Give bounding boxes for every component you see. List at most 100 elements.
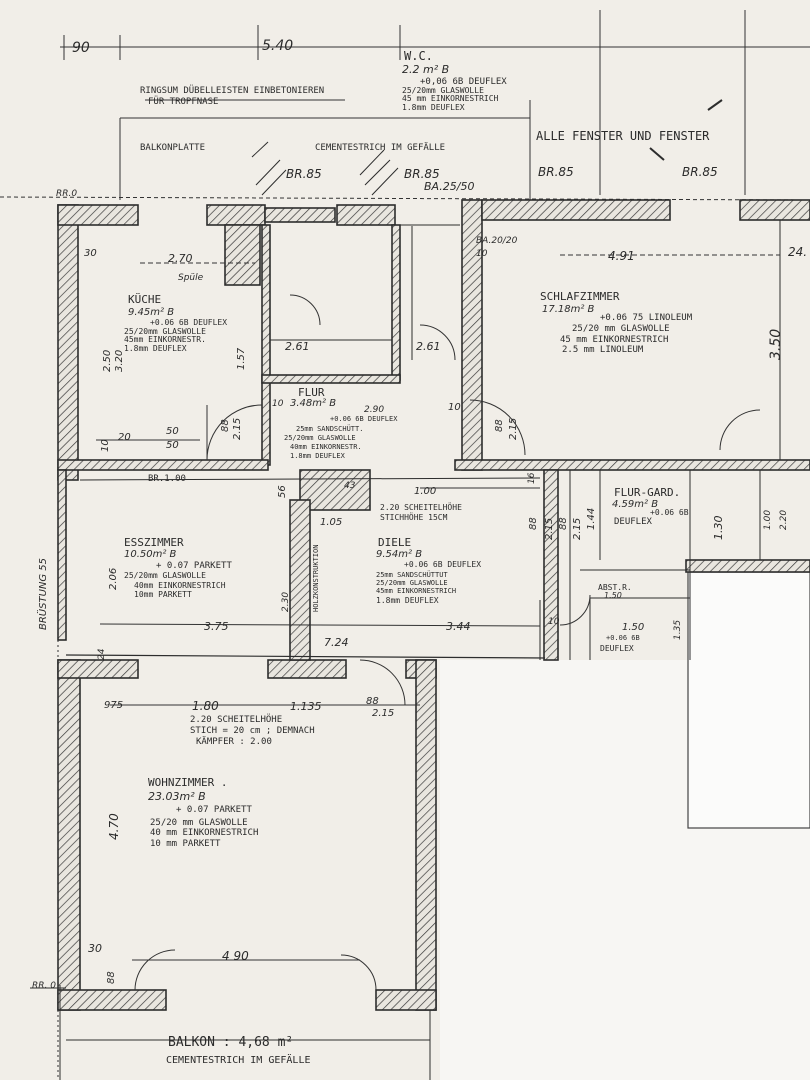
scheitelhoehe-label: 2.20 SCHEITELHÖHE [380,502,462,512]
window-marks [251,99,723,196]
flurgard-layer: DEUFLEX [614,517,653,527]
kueche-dim-250: 2.50 [102,350,113,372]
kueche-layer3: 1.8mm DEUFLEX [124,344,187,353]
schlafzimmer-dim-350: 3.50 [768,329,784,360]
flur-name: FLUR [298,386,325,399]
blank-paper-area-2 [687,571,810,829]
br85-label-a: BR.85 [286,167,322,181]
esszimmer-name: ESSZIMMER [124,536,184,549]
wohnzimmer-floor-level: + 0.07 PARKETT [176,805,252,815]
kueche-layer1: 25/20mm GLASWOLLE [124,327,206,336]
flurgard-name: FLUR-GARD. [614,486,680,499]
esszimmer-dim-375: 3.75 [204,620,229,633]
wohnzimmer-dim-30: 30 [88,942,102,955]
dim-90: 90 [72,40,90,56]
kueche-dim-30: 30 [84,248,97,259]
flur-layer0: 25mm SANDSCHÜTT. [296,424,363,433]
esszimmer-dim-24: 24 [97,648,107,660]
esszimmer-layer1: 25/20mm GLASWOLLE [124,571,206,580]
ringsum-note: RINGSUM DÜBELLEISTEN EINBETONIEREN [140,85,324,96]
flur-area: 3.48m² B [290,398,336,409]
flurgard-dim-100: 1.00 [763,510,773,530]
schlafzimmer-dim-24: 24. [788,245,807,259]
kueche-dim-320: 3.20 [114,350,125,372]
diele-dim-88: 88 [558,517,569,530]
wohnzimmer-kaempfer: KÄMPFER : 2.00 [196,736,272,747]
flur-dim-88: 88 [494,419,505,432]
wohnzimmer-layer2: 40 mm EINKORNESTRICH [150,828,258,838]
esszimmer-layer3: 10mm PARKETT [134,590,192,599]
dim-540: 5.40 [262,38,293,54]
wohnzimmer-dim-490: 4 90 [222,949,249,963]
br85-label-b: BR.85 [404,167,440,181]
kueche-dim-10: 10 [100,439,111,452]
wohnzimmer-labels: WOHNZIMMER . 23.03m² B + 0.07 PARKETT 25… [32,696,394,991]
flur-dim-261: 2.61 [416,340,441,353]
diele-dim-100: 1.00 [414,486,436,497]
wc-layer1: 25/20mm GLASWOLLE [402,86,484,95]
flur-dim-10: 10 [272,399,284,409]
rr0-bottom: RR. 0 [32,981,56,991]
esszimmer-dim-206: 2.06 [108,568,119,590]
balkon-labels: BALKON : 4,68 m² CEMENTESTRICH IM GEFÄLL… [166,1035,311,1066]
wc-layer2: 45 mm EINKORNESTRICH [402,94,499,103]
esszimmer-layer2: 40mm EINKORNESTRICH [134,581,226,590]
diele-floor-level: +0.06 6B DEUFLEX [404,560,481,569]
schlafzimmer-dim-491: 4.91 [608,249,635,263]
diele-layer1: 25/20mm GLASWOLLE [376,579,448,587]
schlafzimmer-dim-10: 10 [476,249,488,259]
wohnzimmer-layer3: 10 mm PARKETT [150,839,221,849]
esszimmer-labels: ESSZIMMER 10.50m² B + 0.07 PARKETT 25/20… [36,536,349,660]
diele-dim-105: 1.05 [320,517,342,528]
diele-dim-344: 3.44 [446,620,471,633]
br85-label-c: BR.85 [538,165,574,179]
abst-label: ABST.R. [598,583,632,592]
flurgard-dim-220: 2.20 [779,510,789,530]
diele-dim-43: 43 [344,481,356,491]
schlafzimmer-floor-level: +0.06 75 LINOLEUM [600,313,693,323]
wohnzimmer-dim-113: 1.135 [290,700,322,713]
abst-value: 1.50 [604,591,622,600]
schlafzimmer-layer2: 45 mm EINKORNESTRICH [560,335,668,345]
ba25-50-label: BA.25/50 [424,180,474,193]
diele-name: DIELE [378,536,411,549]
kueche-dim-50a: 50 [166,426,179,437]
wohnzimmer-name: WOHNZIMMER . [148,776,227,789]
flurgard-floor2: +0.06 6B [606,634,640,642]
kueche-dim-261: 2.61 [285,340,310,353]
br85-label-d: BR.85 [682,165,718,179]
cementestrich-top: CEMENTESTRICH IM GEFÄLLE [315,142,445,153]
wohnzimmer-dim-975: 975 [104,700,123,711]
esszimmer-dim-230: 2.30 [281,592,291,612]
flurgard-dim-144: 1.44 [586,508,597,530]
kueche-labels: KÜCHE 9.45m² B +0.06 6B DEUFLEX 25/20mm … [84,248,310,484]
diele-dim-56: 56 [277,485,288,498]
esszimmer-area: 10.50m² B [124,549,177,560]
kueche-dim-270: 2.70 [168,252,193,265]
wohnzimmer-dim-215: 2.15 [372,708,394,719]
diele-layer0: 25mm SANDSCHÜTTUT [376,570,448,579]
flurgard-dim-10: 10 [548,617,560,627]
wc-layer3: 1.8mm DEUFLEX [402,103,465,112]
flurgard-dim-130: 1.30 [712,516,725,541]
schlafzimmer-layer1: 25/20 mm GLASWOLLE [572,324,670,334]
flur-layer1: 25/20mm GLASWOLLE [284,434,356,442]
flur-labels: FLUR 10 3.48m² B 2.90 +0.06 6B DEUFLEX 2… [272,340,519,460]
esszimmer-dim-724: 7.24 [324,636,349,649]
diele-dim-215: 2.15 [572,518,583,540]
holzkonstruktion-label: HOLZKONSTRUKTION [312,545,320,612]
flurgard-area: 4.59m² B [612,499,658,510]
flurgard-dim-88: 88 [528,517,539,530]
wohnzimmer-dim-180: 1.80 [192,699,219,713]
kueche-dim-215: 2.15 [232,418,243,440]
diele-layer3: 1.8mm DEUFLEX [376,596,439,605]
alle-fenster-note: ALLE FENSTER UND FENSTER [536,129,710,143]
kueche-spuele: Spüle [178,273,204,283]
diele-labels: DIELE 9.54m² B +0.06 6B DEUFLEX 25mm SAN… [277,481,583,633]
wc-floor-level: +0,06 6B DEUFLEX [420,77,507,87]
top-labels: 90 5.40 RINGSUM DÜBELLEISTEN EINBETONIER… [56,38,718,199]
br100-label: BR.1.00 [148,474,186,484]
kueche-name: KÜCHE [128,293,161,306]
flurgard-dim-150: 1.50 [622,622,644,633]
